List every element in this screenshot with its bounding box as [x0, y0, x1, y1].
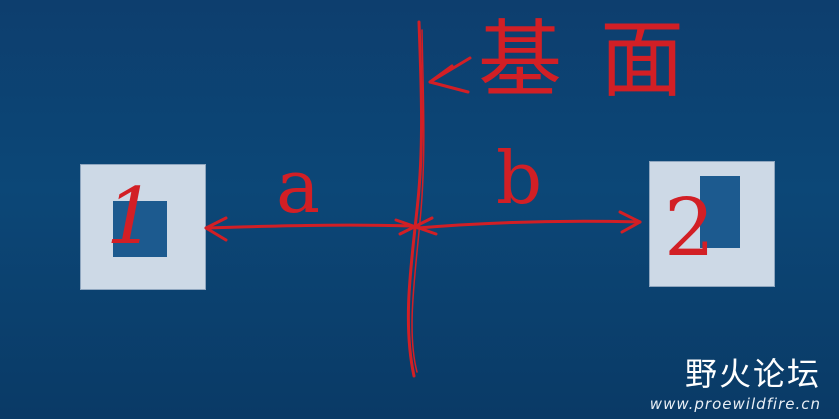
dimension-label-b: b [496, 136, 543, 220]
arrowhead-a [204, 216, 228, 242]
part-box-1-fill [113, 201, 167, 257]
datum-plane-label: 基面 [478, 11, 723, 109]
intersection-tick [394, 216, 438, 236]
datum-line-shadow [411, 29, 425, 373]
watermark-title: 野火论坛 [684, 355, 821, 393]
datum-pointer-arrow [428, 56, 472, 94]
datum-line [406, 20, 424, 378]
part-label-2: 2 [664, 181, 715, 274]
part-label-1: 1 [106, 172, 156, 262]
part-box-2 [649, 161, 775, 287]
dimension-label-a: a [276, 144, 321, 230]
part-box-2-fill [700, 176, 740, 248]
forum-watermark: 野火论坛 www.proewildfire.cn [650, 349, 821, 413]
watermark-url: www.proewildfire.cn [649, 395, 821, 413]
arrowhead-b [618, 210, 642, 234]
dimension-line-b [416, 219, 642, 230]
part-box-1 [80, 164, 206, 290]
dimension-line-a [204, 223, 414, 230]
